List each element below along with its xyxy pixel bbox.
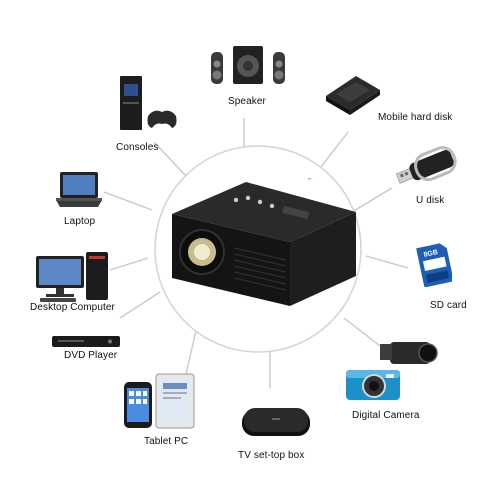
label-consoles: Consoles xyxy=(116,142,159,153)
hard-disk-icon xyxy=(326,76,380,115)
connector-sd-card xyxy=(365,255,409,269)
connector-desktop xyxy=(109,257,149,271)
tablet-icon xyxy=(124,373,195,429)
label-u-disk: U disk xyxy=(416,195,445,206)
label-speaker: Speaker xyxy=(228,96,266,107)
set-top-box-icon xyxy=(242,408,310,436)
camera-icon xyxy=(346,342,438,400)
label-digital-camera: Digital Camera xyxy=(352,410,420,421)
label-desktop-computer: Desktop Computer xyxy=(30,302,115,313)
label-tablet-pc: Tablet PC xyxy=(144,436,189,447)
label-mobile-hard-disk: Mobile hard disk xyxy=(378,112,453,123)
usb-drive-icon xyxy=(395,146,457,184)
connector-laptop xyxy=(103,191,153,211)
label-dvd-player: DVD Player xyxy=(64,350,118,361)
connector-camera xyxy=(343,317,381,347)
laptop-icon xyxy=(56,172,102,207)
connector-consoles xyxy=(153,141,187,177)
speaker-icon xyxy=(211,46,285,84)
game-console-icon xyxy=(120,76,177,130)
sd-capacity-text: 8GB xyxy=(423,249,439,259)
label-sd-card: SD card xyxy=(430,300,467,311)
projector-icon xyxy=(172,178,356,306)
label-tv-set-top-box: TV set-top box xyxy=(238,450,305,461)
connector-dvd xyxy=(119,291,161,319)
sd-card-icon: 8GB xyxy=(416,243,452,287)
dvd-player-icon xyxy=(52,336,120,347)
label-laptop: Laptop xyxy=(64,216,96,227)
desktop-computer-icon xyxy=(36,252,108,302)
connector-u-disk xyxy=(351,187,393,213)
